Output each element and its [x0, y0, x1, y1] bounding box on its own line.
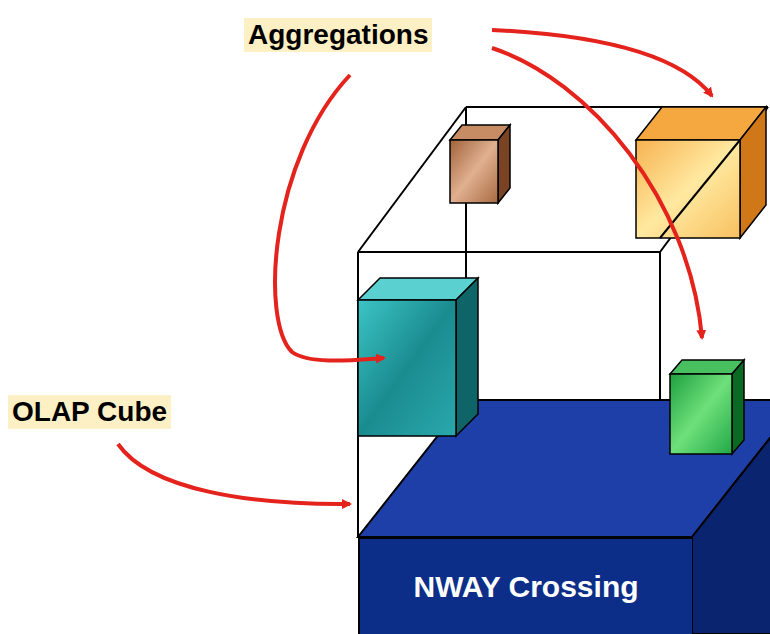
cube-wireframe [358, 107, 768, 537]
base-band: NWAY Crossing [358, 537, 692, 634]
aggregation-cube [636, 107, 766, 238]
aggregation-cube [450, 125, 510, 203]
band-label: NWAY Crossing [413, 570, 638, 604]
callout-label: Aggregations [244, 18, 432, 52]
aggregation-cube [670, 360, 744, 454]
leader-arrow [118, 30, 712, 504]
callout-label: OLAP Cube [8, 395, 171, 429]
